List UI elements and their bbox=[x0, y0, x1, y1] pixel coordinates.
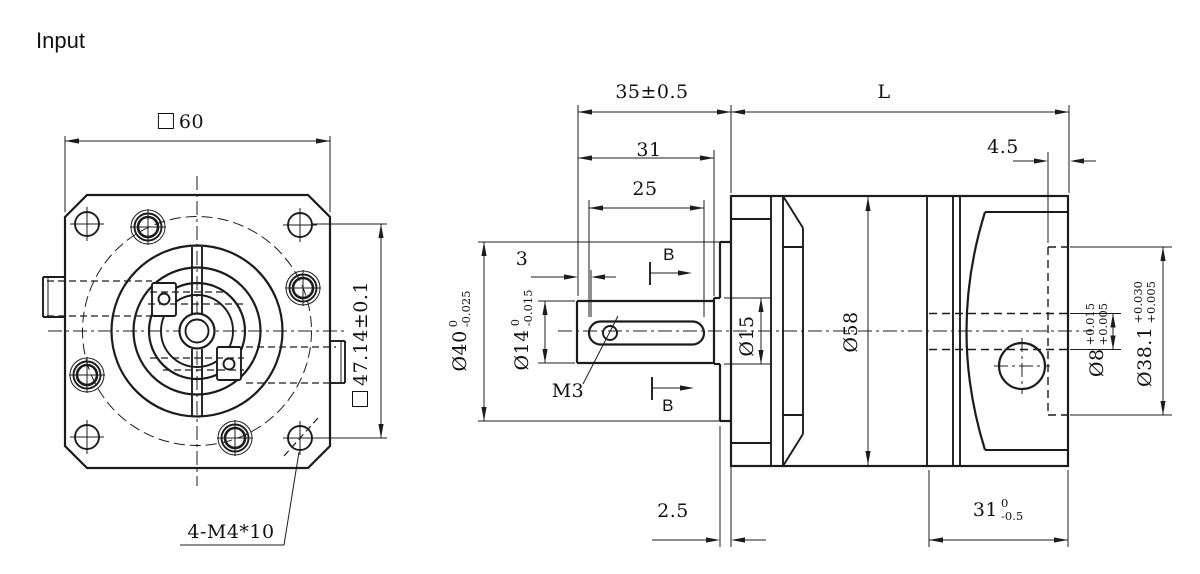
recess-dia-value: Ø38.1 bbox=[1134, 326, 1156, 387]
front-view-group bbox=[42, 193, 346, 470]
pilot-thickness-dim: 2.5 bbox=[657, 500, 689, 522]
bolt-spacing-dim: 47.14±0.1 bbox=[350, 280, 372, 408]
pilot-dia-value: Ø40 bbox=[449, 330, 471, 372]
arrowheads-group bbox=[65, 109, 1166, 543]
shaft-protrusion-dim: 35±0.5 bbox=[615, 81, 689, 103]
recess-diameter-dim: Ø38.1 +0.030+0.005 bbox=[1131, 281, 1159, 387]
keyway bbox=[587, 320, 706, 346]
adapter-length-upper-tol: 0 bbox=[1001, 496, 1009, 511]
recess-depth-dim: 4.5 bbox=[987, 136, 1019, 158]
section-mark-bottom: B bbox=[662, 396, 674, 415]
front-width-dim: 60 bbox=[157, 111, 205, 133]
setscrew-thread-label: M3 bbox=[551, 380, 585, 402]
adapter-mount-hole bbox=[997, 341, 1047, 391]
shaft-length-dim: 31 bbox=[636, 139, 662, 161]
shaft-diameter-dim: Ø14 0-0.015 bbox=[508, 289, 536, 371]
square-symbol bbox=[157, 113, 174, 129]
bore-diameter-dim: Ø8 +0.015+0.005 bbox=[1083, 302, 1111, 378]
shaft-dia-lower-tol: -0.015 bbox=[521, 289, 535, 327]
adapter-length-value: 31 bbox=[972, 499, 998, 521]
bolt-spacing-value: 47.14±0.1 bbox=[350, 280, 372, 387]
side-view-group bbox=[575, 194, 1070, 468]
pilot-dia-upper-tol: 0 bbox=[446, 319, 461, 328]
recess-dia-upper-tol: +0.030 bbox=[1131, 281, 1146, 324]
front-width-value: 60 bbox=[178, 111, 205, 133]
square-symbol bbox=[352, 391, 368, 408]
bore-dia-upper-tol: +0.015 bbox=[1083, 302, 1098, 346]
shaft-dia-upper-tol: 0 bbox=[508, 318, 523, 327]
bore-dia-lower-tol: +0.005 bbox=[1096, 302, 1110, 346]
page-title: Input bbox=[36, 28, 85, 53]
body-length-dim: L bbox=[877, 81, 891, 103]
collar-diameter-dim: Ø15 bbox=[736, 315, 758, 357]
recess-dia-lower-tol: +0.005 bbox=[1144, 281, 1158, 324]
socket-screws bbox=[69, 209, 321, 456]
keyway-offset-dim: 3 bbox=[515, 248, 529, 270]
adapter-length-lower-tol: -0.5 bbox=[1001, 509, 1024, 523]
mount-holes-note: 4-M4*10 bbox=[187, 521, 275, 543]
shaft-dia-value: Ø14 bbox=[511, 329, 533, 371]
section-mark-top: B bbox=[663, 245, 675, 264]
pilot-diameter-dim: Ø40 0-0.025 bbox=[446, 290, 474, 372]
pilot-dia-lower-tol: -0.025 bbox=[459, 290, 473, 328]
setscrew-hole bbox=[602, 325, 618, 341]
keyway-length-dim: 25 bbox=[632, 178, 658, 200]
dimension-lines-group bbox=[64, 105, 1172, 547]
bore-dia-value: Ø8 bbox=[1086, 348, 1108, 378]
body-diameter-dim: Ø58 bbox=[840, 311, 862, 353]
